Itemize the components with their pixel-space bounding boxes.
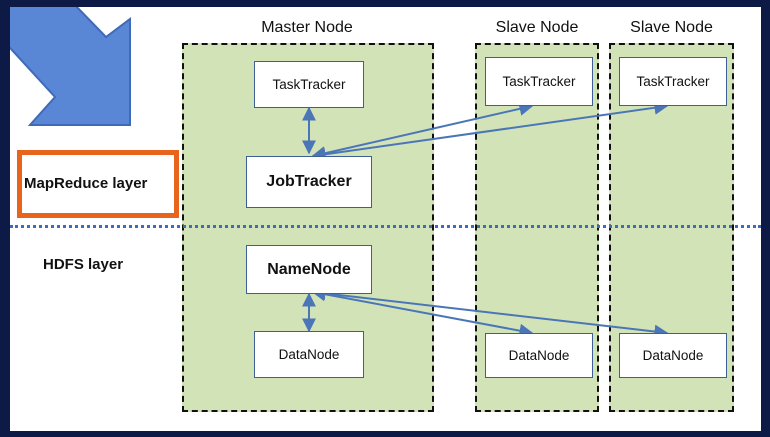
master-tasktracker-box: TaskTracker	[254, 61, 364, 108]
diagram-canvas: Master Node Slave Node Slave Node MapRed…	[10, 7, 761, 431]
master-node-title: Master Node	[261, 19, 353, 36]
jobtracker-box: JobTracker	[246, 156, 372, 208]
namenode-box: NameNode	[246, 245, 372, 294]
slave1-tasktracker-box: TaskTracker	[485, 57, 593, 106]
master-datanode-box: DataNode	[254, 331, 364, 378]
connector-lines	[302, 100, 669, 339]
arrow-jobtracker-slave2-tasktracker	[311, 100, 669, 162]
mapreduce-layer-label: MapReduce layer	[24, 175, 148, 192]
arrow-jobtracker-slave1-tasktracker	[311, 101, 534, 161]
arrow-namenode-slave2-datanode	[311, 286, 669, 339]
mapreduce-layer-highlight	[17, 150, 179, 218]
arrow-namenode-slave1-datanode	[311, 287, 534, 338]
slave2-datanode-box: DataNode	[619, 333, 727, 378]
slave-node-title-2: Slave Node	[630, 19, 713, 36]
slave-node-title-1: Slave Node	[495, 19, 579, 36]
hdfs-layer-label: HDFS layer	[43, 256, 124, 273]
layer-divider	[10, 225, 761, 228]
slave2-tasktracker-box: TaskTracker	[619, 57, 727, 106]
slave1-datanode-box: DataNode	[485, 333, 593, 378]
down-right-arrow-icon	[10, 7, 131, 126]
